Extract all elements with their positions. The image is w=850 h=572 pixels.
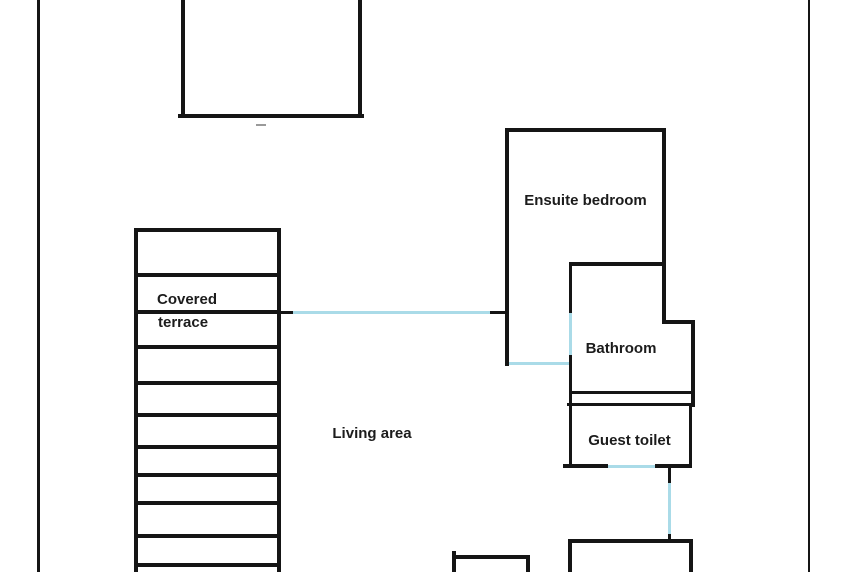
covered-terrace-label-line1: Covered <box>157 291 218 308</box>
bathroom-wall-left-lower <box>569 355 572 468</box>
bottom-center-room-wall-left <box>452 551 456 572</box>
bathroom-bump-wall-right <box>691 320 695 407</box>
terrace-wall-right <box>277 228 281 572</box>
living-area-label: Living area <box>332 425 412 442</box>
pool-label: Pool <box>181 0 326 4</box>
bathroom-wall-left-upper <box>569 262 572 313</box>
bathroom-wall-bottom <box>569 391 691 394</box>
terrace-rung <box>134 534 281 538</box>
bottom-center-room-wall-right <box>526 555 530 572</box>
terrace-rung <box>134 563 281 567</box>
covered-terrace-label-line2: terrace <box>158 314 209 331</box>
terrace-ensuite-opening <box>293 311 490 314</box>
guest-toilet-label: Guest toilet <box>588 432 671 449</box>
bottom-right-room-wall-top <box>568 539 692 543</box>
guest-toilet-wall-top <box>567 403 692 406</box>
guest-toilet-wall-right <box>689 403 692 468</box>
ensuite-wall-left <box>505 128 509 366</box>
bathroom-wall-right <box>662 263 666 324</box>
terrace-rung <box>134 445 281 449</box>
ensuite-bedroom-label: Ensuite bedroom <box>524 192 647 209</box>
plot-border-right <box>808 0 810 572</box>
terrace-rung <box>134 310 281 314</box>
plot-border-left <box>37 0 40 572</box>
guest-toilet-wall-bottom-right <box>655 464 692 468</box>
terrace-rung <box>134 273 281 277</box>
pool-wall-bottom <box>178 114 364 118</box>
bathroom-label: Bathroom <box>585 340 657 357</box>
bottom-right-room-wall-right <box>689 539 693 572</box>
ensuite-wall-right <box>662 128 666 267</box>
terrace-door-tick-left <box>280 311 293 314</box>
pool-small-dash <box>256 124 266 126</box>
terrace-rung <box>134 501 281 505</box>
pool-wall-left <box>181 0 185 118</box>
ensuite-wall-top <box>505 128 666 132</box>
terrace-rung <box>134 413 281 417</box>
pool-wall-right <box>358 0 362 118</box>
guest-toilet-door-bottom <box>608 465 655 468</box>
bottom-center-room-wall-top <box>452 555 530 559</box>
terrace-rung <box>134 473 281 477</box>
corridor-tick-top <box>668 468 671 483</box>
ensuite-opening-bottom <box>509 362 569 365</box>
terrace-wall-top <box>134 228 281 232</box>
corridor-opening <box>668 483 671 534</box>
bathroom-bump-wall-top <box>662 320 695 324</box>
bathroom-wall-top <box>569 262 666 266</box>
terrace-rung <box>134 345 281 349</box>
terrace-door-tick-right <box>490 311 507 314</box>
terrace-wall-left <box>134 228 138 572</box>
corridor-tick-bottom <box>668 534 671 543</box>
terrace-rung <box>134 381 281 385</box>
bottom-right-room-wall-left <box>568 539 572 572</box>
bathroom-door-left <box>569 313 572 355</box>
guest-toilet-wall-bottom-left <box>566 464 608 468</box>
